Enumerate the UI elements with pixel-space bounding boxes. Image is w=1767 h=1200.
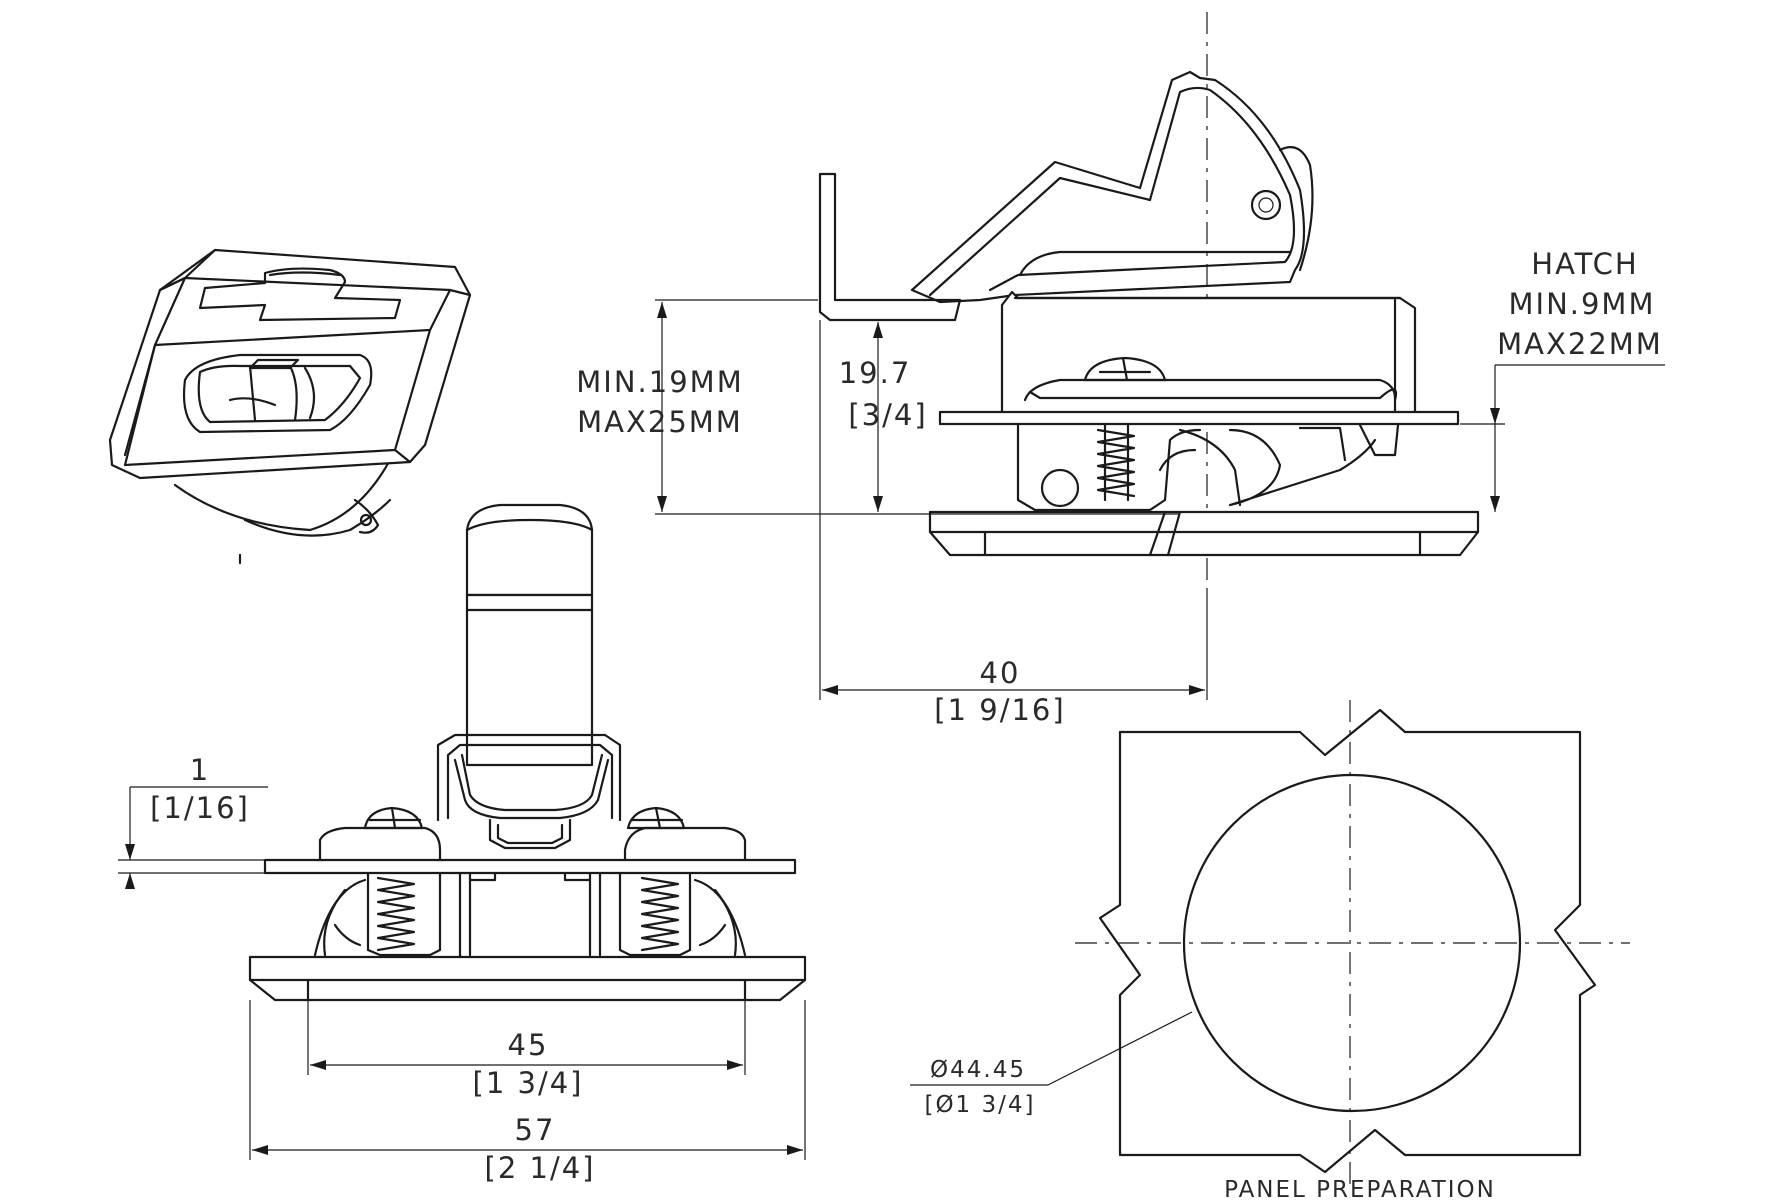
plate-thickness-in: [1/16] [150,791,250,825]
panel-preparation-view: Ø44.45 [Ø1 3/4] PANEL PREPARATION [910,700,1630,1200]
isometric-latch-view [108,248,472,565]
depth-dimension-in: [1 9/16] [934,693,1065,727]
spring-right [618,871,692,957]
front-view: 1 [1/16] 45 [1 3/4] 57 [2 1/4] [118,503,807,1185]
inner-width-in: [1 3/4] [473,1066,584,1100]
spring-side [1096,422,1136,502]
outer-width-in: [2 1/4] [485,1151,596,1185]
panel-cutout-circle [1182,773,1522,1113]
inner-width-mm: 45 [508,1028,549,1062]
panel-thickness-min: MIN.19MM [576,365,743,399]
hatch-max: MAX22MM [1497,327,1663,361]
panel-thickness-max: MAX25MM [577,405,743,439]
hatch-min: MIN.9MM [1509,287,1656,321]
hatch-title: HATCH [1531,247,1638,281]
height-dimension-mm: 19.7 [839,356,912,390]
spring-left [366,871,442,957]
height-dimension-in: [3/4] [848,398,927,432]
side-view: 40 [1 9/16] MIN.19MM MAX25MM 19.7 [3/4] … [576,12,1665,727]
depth-dimension-mm: 40 [980,656,1021,690]
cutout-diameter-mm: Ø44.45 [930,1057,1026,1083]
panel-preparation-label: PANEL PREPARATION [1224,1177,1496,1200]
plate-thickness-mm: 1 [190,753,210,787]
outer-width-mm: 57 [515,1113,556,1147]
cutout-diameter-in: [Ø1 3/4] [924,1092,1035,1118]
